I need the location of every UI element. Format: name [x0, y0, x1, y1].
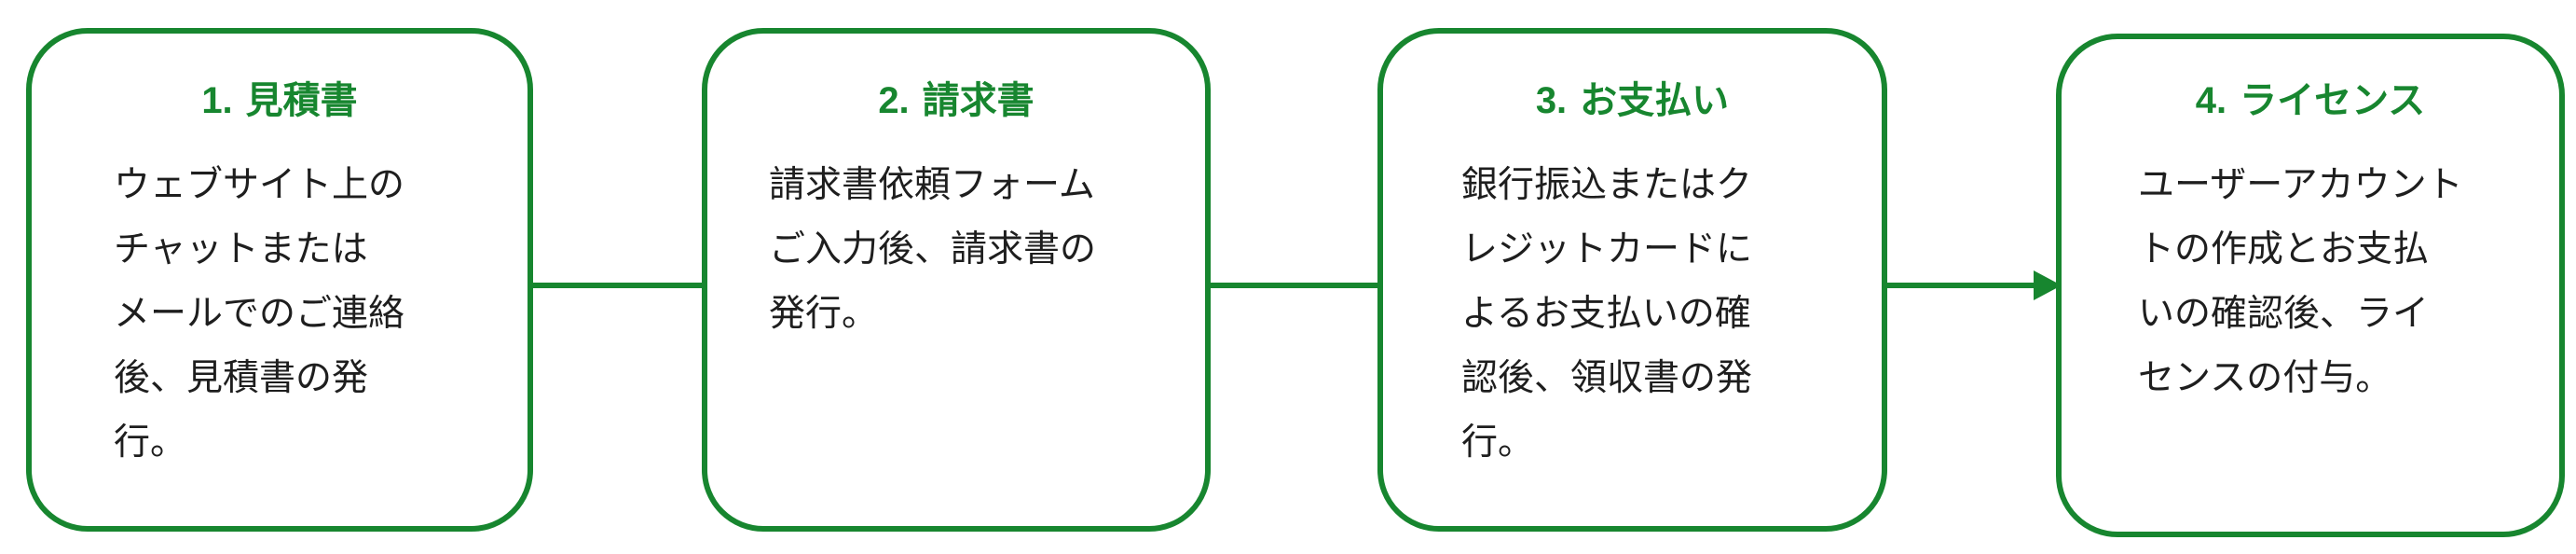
step-title: 4. ライセンス	[2062, 78, 2559, 123]
description-line: 認後、領収書の発	[1461, 357, 1753, 399]
description-line: レジットカードに	[1461, 229, 1753, 270]
step-number: 4.	[2195, 80, 2227, 121]
step-number: 1.	[201, 80, 233, 121]
step-box-payment: 3. お支払い 銀行振込またはク レジットカードに よるお支払いの確 認後、領収書…	[1377, 28, 1887, 532]
step-box-license: 4. ライセンス ユーザーアカウント トの作成とお支払 いの確認後、ライ センスの…	[2056, 34, 2565, 537]
description-line: 行。	[1461, 422, 1535, 464]
description-line: ご入力後、請求書の	[769, 229, 1097, 270]
description-line: トの作成とお支払	[2138, 229, 2430, 270]
description-line: ウェブサイト上の	[114, 164, 405, 206]
step-title-text: 見積書	[245, 80, 358, 121]
step-description: 銀行振込またはク レジットカードに よるお支払いの確 認後、領収書の発 行。	[1461, 153, 1834, 475]
step-box-estimate: 1. 見積書 ウェブサイト上の チャットまたは メールでのご連絡 後、見積書の発 …	[26, 28, 533, 532]
description-line: よるお支払いの確	[1461, 293, 1751, 335]
step-number: 3.	[1535, 80, 1568, 121]
description-line: いの確認後、ライ	[2138, 293, 2430, 335]
step-title-text: 請求書	[922, 80, 1035, 121]
step-title-text: お支払い	[1580, 80, 1730, 121]
description-line: 請求書依頼フォーム	[769, 164, 1095, 206]
description-line: チャットまたは	[114, 229, 368, 270]
step-title: 3. お支払い	[1383, 78, 1882, 123]
description-line: 行。	[114, 422, 187, 464]
step-description: 請求書依頼フォーム ご入力後、請求書の 発行。	[769, 153, 1179, 346]
description-line: 銀行振込またはク	[1461, 164, 1753, 206]
step-description: ウェブサイト上の チャットまたは メールでのご連絡 後、見積書の発 行。	[114, 153, 486, 475]
step-number: 2.	[878, 80, 910, 121]
step-box-invoice: 2. 請求書 請求書依頼フォーム ご入力後、請求書の 発行。	[702, 28, 1211, 532]
step-title: 1. 見積書	[32, 78, 528, 123]
description-line: 発行。	[769, 293, 879, 335]
step-title: 2. 請求書	[707, 78, 1205, 123]
step-title-text: ライセンス	[2240, 80, 2426, 121]
step-description: ユーザーアカウント トの作成とお支払 いの確認後、ライ センスの付与。	[2138, 153, 2529, 410]
description-line: メールでのご連絡	[114, 293, 405, 335]
description-line: ユーザーアカウント	[2138, 164, 2463, 206]
description-line: センスの付与。	[2138, 357, 2392, 399]
description-line: 後、見積書の発	[114, 357, 369, 399]
